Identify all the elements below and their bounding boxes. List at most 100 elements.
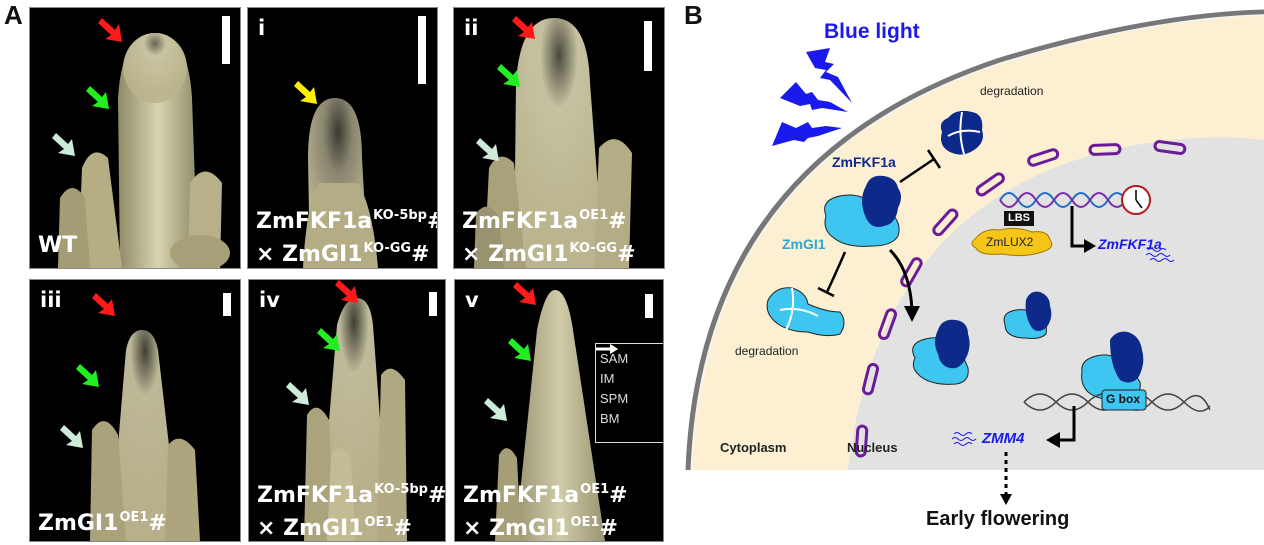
genotype-label: ZmGI1OE1# xyxy=(38,504,167,537)
scale-bar xyxy=(644,21,652,71)
inflorescence-image xyxy=(304,298,407,541)
blue-light-label: Blue light xyxy=(824,20,920,43)
panel-roman-numeral: iii xyxy=(40,288,62,312)
genotype-label: WT xyxy=(38,232,77,259)
genotype-text: ZmFKF1a xyxy=(257,483,374,508)
bm-arrow-icon xyxy=(52,133,75,156)
g-box xyxy=(1101,389,1147,411)
transcription-arrow xyxy=(1070,206,1096,253)
bm-arrow-icon xyxy=(476,138,499,161)
inflorescence-image xyxy=(58,33,230,268)
genotype-text: ZmFKF1a xyxy=(463,483,580,508)
arrows-layer xyxy=(60,293,115,448)
line-hash: # xyxy=(609,483,628,508)
spm-arrow-icon xyxy=(497,64,520,87)
inflorescence-image xyxy=(495,290,605,541)
lbs-label: LBS xyxy=(1008,212,1030,224)
lbs-box xyxy=(1004,211,1034,226)
zmfkf1a-protein-label: ZmFKF1a xyxy=(832,154,896,170)
allele-superscript: OE1 xyxy=(570,515,600,530)
lightning-icon xyxy=(806,48,852,103)
arrows-layer xyxy=(286,280,358,405)
line-hash: # xyxy=(617,242,636,267)
allele-superscript: KO-5bp xyxy=(373,208,427,223)
arrows-layer xyxy=(476,16,535,161)
photo-i: i ZmFKF1aKO-5bp# × ZmGI1KO-GG# xyxy=(247,7,438,269)
line-hash: # xyxy=(411,242,430,267)
genotype-text: WT xyxy=(38,233,78,258)
lightning-icon xyxy=(780,82,848,112)
degraded-zmfkf1a xyxy=(940,110,983,155)
nucleus-label: Nucleus xyxy=(847,440,898,455)
meristem-legend: SAM IM SPM BM xyxy=(595,343,663,443)
panel-roman-numeral: i xyxy=(258,16,266,40)
panel-roman-numeral: ii xyxy=(464,16,479,40)
line-hash: # xyxy=(148,511,167,536)
nuclear-envelope xyxy=(854,140,1187,458)
sam-arrow-icon xyxy=(294,81,317,104)
early-flowering-label: Early flowering xyxy=(926,508,1070,530)
legend-label: IM xyxy=(600,370,615,386)
blue-light-bolt-icons xyxy=(772,48,852,146)
cell-wall xyxy=(685,9,1264,471)
nuclear-complex xyxy=(912,319,970,385)
allele-superscript: KO-5bp xyxy=(374,482,428,497)
line-hash: # xyxy=(427,209,437,234)
panel-roman-numeral: v xyxy=(465,288,479,312)
nucleus-region xyxy=(848,137,1264,471)
allele-superscript: OE1 xyxy=(580,482,610,497)
spm-arrow-icon xyxy=(508,338,531,361)
spm-arrow-icon xyxy=(317,328,340,351)
zmlux2-label: ZmLUX2 xyxy=(986,235,1034,249)
dna-helix-zmfkf1a xyxy=(999,192,1127,208)
line-hash: # xyxy=(608,209,627,234)
photo-iii: iii ZmGI1OE1# xyxy=(29,279,241,542)
white-arrow-icon xyxy=(596,344,618,354)
line-hash: # xyxy=(599,516,618,541)
im-arrow-icon xyxy=(92,293,115,316)
legend-label: SPM xyxy=(600,390,629,406)
zmm4-gene-label: ZMM4 xyxy=(982,430,1025,447)
bm-arrow-icon xyxy=(286,382,309,405)
legend-label: BM xyxy=(600,410,620,426)
line-hash: # xyxy=(393,516,412,541)
scale-bar xyxy=(429,292,437,316)
degradation-label: degradation xyxy=(735,344,799,358)
genotype-text: × ZmGI1 xyxy=(462,242,569,267)
clock-icon xyxy=(1121,185,1151,215)
genotype-text: ZmGI1 xyxy=(38,511,119,536)
arrows-layer xyxy=(484,282,536,421)
photo-iv: iv ZmFKF1aKO-5bp# × ZmGI1OE1# xyxy=(248,279,446,542)
zmfkf1a-zmgi1-complex xyxy=(824,175,901,247)
genotype-text: × ZmGI1 xyxy=(256,242,363,267)
genotype-text: ZmFKF1a xyxy=(256,209,373,234)
im-arrow-icon xyxy=(512,16,535,39)
inflorescence-image xyxy=(303,98,378,268)
degraded-zmgi1 xyxy=(766,287,845,337)
g-box-label: G box xyxy=(1106,392,1141,406)
mrna-icon xyxy=(951,432,977,446)
inhibition-arrow xyxy=(817,251,847,298)
allele-superscript: OE1 xyxy=(119,510,149,525)
transcription-arrow xyxy=(1046,406,1076,448)
panel-b-label: B xyxy=(684,0,703,30)
im-arrow-icon xyxy=(335,280,358,303)
legend-label: SAM xyxy=(600,350,629,366)
arrows-layer xyxy=(52,18,122,156)
photo-v: v SAM IM SPM BM ZmFKF1aOE1# × ZmGI1OE1# xyxy=(454,279,664,542)
allele-superscript: OE1 xyxy=(364,515,394,530)
lightning-icon xyxy=(772,122,842,146)
genotype-label: ZmFKF1aKO-5bp# × ZmGI1KO-GG# xyxy=(256,202,437,268)
allele-superscript: KO-GG xyxy=(363,241,412,256)
legend-item-bm: BM xyxy=(596,344,662,428)
mrna-icon xyxy=(1145,248,1175,262)
genotype-text: × ZmGI1 xyxy=(257,516,364,541)
zmgi1-protein-label: ZmGI1 xyxy=(782,236,826,252)
genotype-text: × ZmGI1 xyxy=(463,516,570,541)
photo-wt: WT xyxy=(29,7,241,269)
spm-arrow-icon xyxy=(86,86,109,109)
bm-arrow-icon xyxy=(60,425,83,448)
line-hash: # xyxy=(427,483,446,508)
photo-ii: ii ZmFKF1aOE1# × ZmGI1KO-GG# xyxy=(453,7,665,269)
